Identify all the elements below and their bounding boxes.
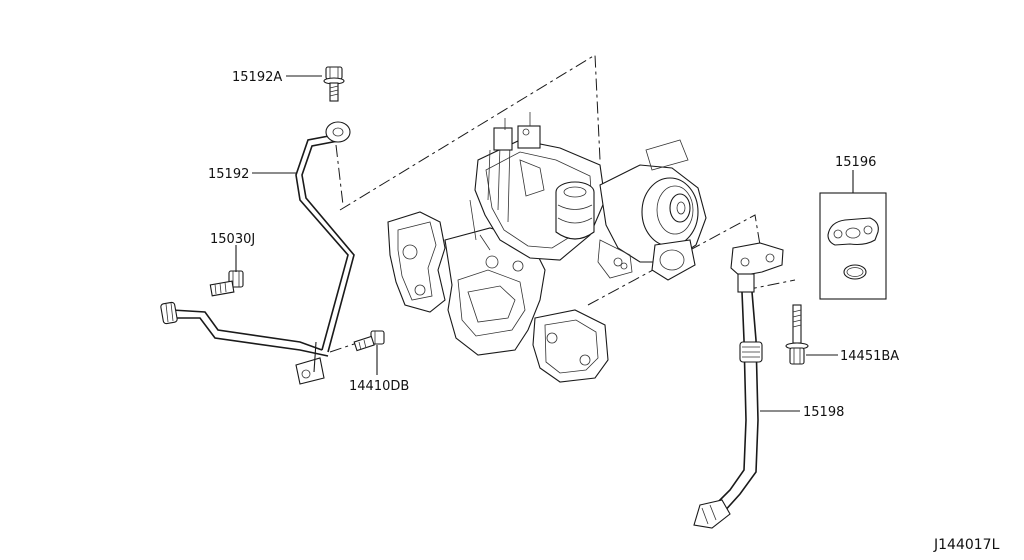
- bolt-14451ba[interactable]: [785, 304, 809, 365]
- leader-lines: [235, 75, 854, 412]
- label-15192a[interactable]: 15192A: [232, 70, 282, 85]
- bolt-14410db[interactable]: [353, 330, 385, 352]
- label-15196[interactable]: 15196: [835, 155, 876, 170]
- turbocharger-assembly: [387, 112, 707, 383]
- diagram-code: J144017L: [933, 537, 1000, 553]
- part-labels: 15192A 15192 15030J 14410DB 15196 14451B…: [208, 70, 899, 420]
- guide-lines: [329, 54, 796, 353]
- label-15192[interactable]: 15192: [208, 167, 249, 182]
- label-14451ba[interactable]: 14451BA: [840, 349, 899, 364]
- oil-feed-pipe-15192[interactable]: [160, 121, 355, 385]
- label-15030j[interactable]: 15030J: [210, 232, 255, 247]
- bolt-15192a[interactable]: [323, 66, 345, 102]
- label-14410db[interactable]: 14410DB: [349, 379, 409, 394]
- label-15198[interactable]: 15198: [803, 405, 844, 420]
- gasket-kit-15196[interactable]: [819, 192, 887, 300]
- bolt-15030j[interactable]: [209, 270, 244, 297]
- oil-return-hose-15198[interactable]: [693, 242, 784, 529]
